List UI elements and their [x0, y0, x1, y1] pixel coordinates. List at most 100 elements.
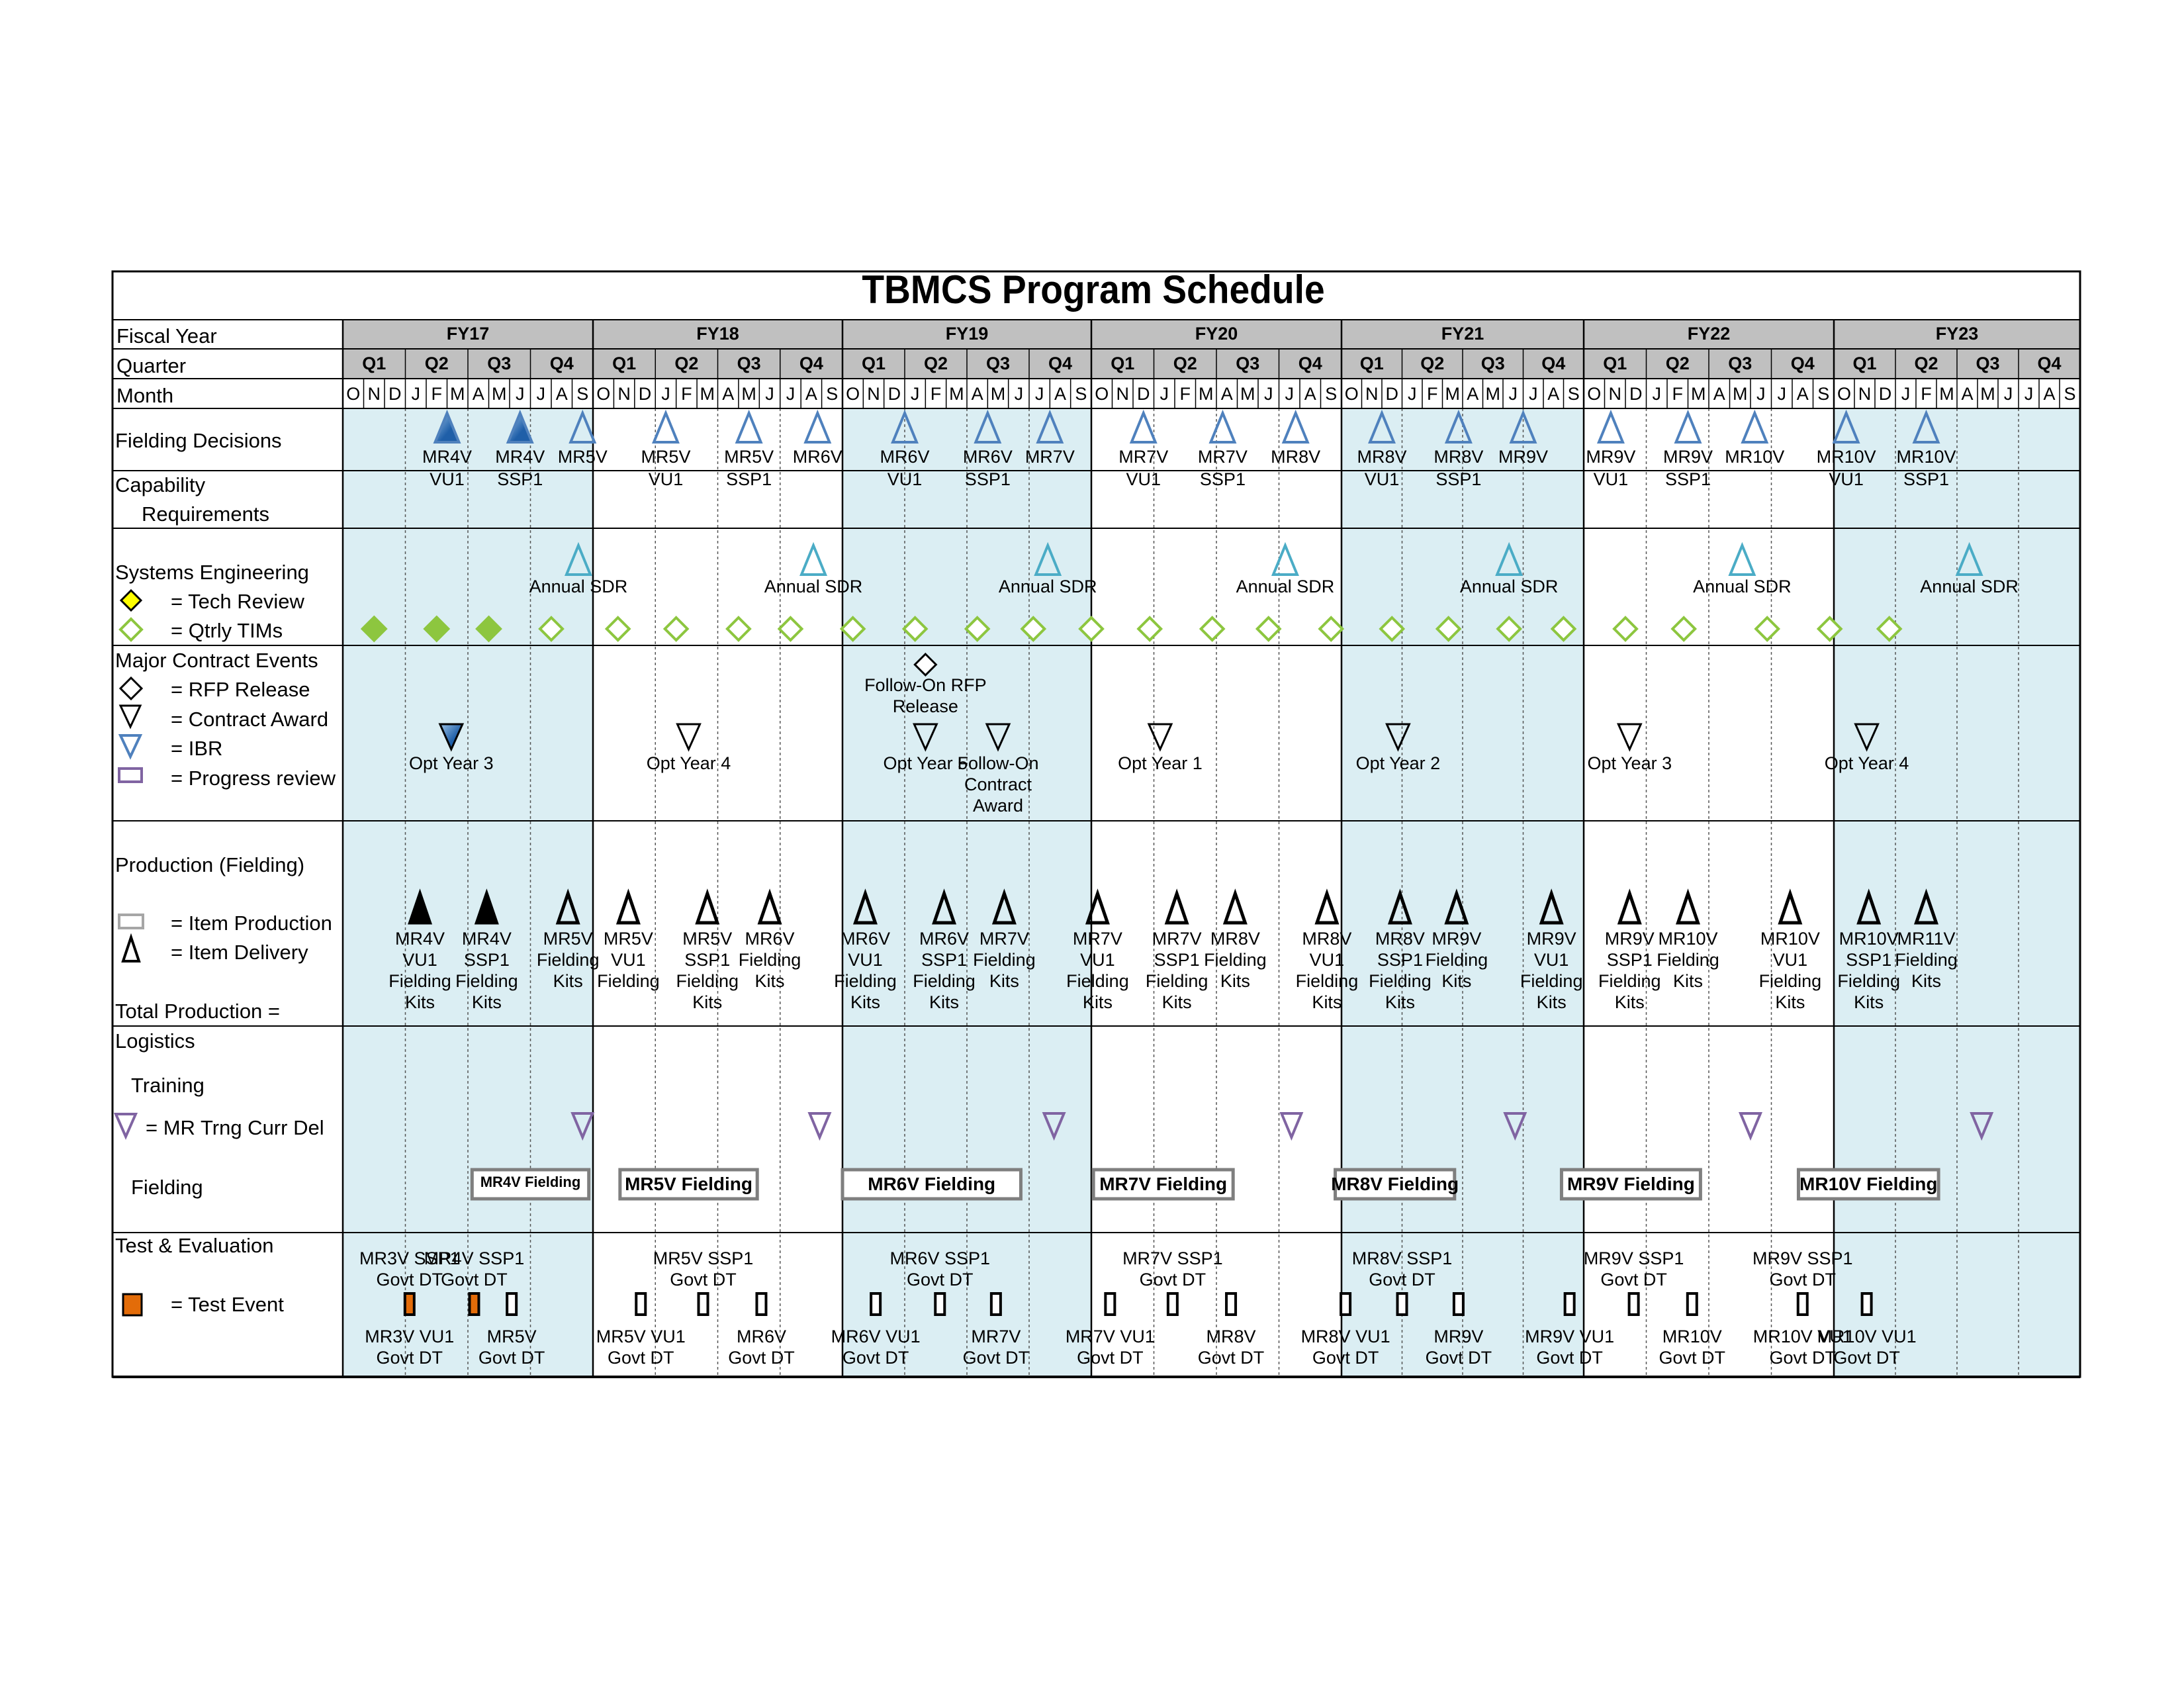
test-event-bottom-label: MR9V VU1	[1525, 1327, 1615, 1346]
contract-award-triangle-icon	[118, 704, 142, 729]
fielding-decision-sublabel: SSP1	[1199, 469, 1246, 489]
production-label: Kits	[1854, 992, 1884, 1012]
fielding-decision-triangle	[1368, 409, 1396, 444]
fielding-decision-triangle	[1596, 409, 1625, 444]
test-event-bottom-label: Govt DT	[1536, 1348, 1603, 1368]
contract-award-triangle	[1616, 723, 1643, 752]
production-delivery-triangle	[695, 888, 720, 925]
fielding-decision-label: MR8V	[1433, 447, 1484, 467]
tim-diamond	[964, 616, 991, 642]
test-event-top-label: MR5V SSP1	[653, 1248, 754, 1268]
fielding-decision-sublabel: SSP1	[1435, 469, 1482, 489]
row-label-major-contract-events: Major Contract Events	[115, 649, 318, 672]
tim-diamond	[1255, 616, 1282, 642]
month-label: J	[1777, 384, 1787, 404]
production-label: Kits	[405, 992, 435, 1012]
month-label: M	[1691, 384, 1706, 404]
quarter-label: Q4	[1048, 353, 1073, 373]
test-event-bottom-label: MR10V	[1662, 1327, 1722, 1346]
test-event-bottom-label: Govt DT	[1197, 1348, 1265, 1368]
production-label: Kits	[553, 971, 583, 991]
contract-award-triangle	[1385, 723, 1411, 752]
fielding-decision-triangle	[1912, 409, 1940, 444]
fielding-decision-triangle	[651, 409, 680, 444]
month-label: N	[1608, 384, 1622, 404]
production-delivery-triangle	[615, 888, 641, 925]
quarter-label: Q3	[985, 353, 1011, 373]
row-label-total-production: Total Production =	[115, 1000, 281, 1023]
tim-diamond	[725, 616, 752, 642]
test-event-marker	[403, 1292, 416, 1316]
production-label: Fielding	[1520, 971, 1583, 991]
test-event-top-label: MR7V SSP1	[1122, 1248, 1223, 1268]
fielding-bar	[1559, 1168, 1702, 1201]
fielding-decision-triangle	[1741, 409, 1769, 444]
tim-diamond	[901, 616, 929, 642]
production-label: Kits	[1082, 992, 1113, 1012]
quarter-label: Q2	[923, 353, 948, 373]
production-label: Fielding	[1066, 971, 1129, 991]
month-label: F	[930, 384, 942, 404]
month-label: J	[1014, 384, 1024, 404]
fielding-decision-label: MR10V	[1816, 447, 1876, 467]
production-label: Kits	[692, 992, 723, 1012]
fielding-bar	[1796, 1168, 1940, 1201]
fielding-decision-label: MR4V	[495, 447, 545, 467]
legend-qtrly-tims: = Qtrly TIMs	[171, 619, 283, 642]
fielding-decision-label: MR5V	[724, 447, 774, 467]
month-label: J	[786, 384, 796, 404]
test-event-marker	[1340, 1292, 1352, 1316]
fielding-decision-label: MR7V	[1197, 447, 1248, 467]
production-label: Fielding	[738, 950, 801, 970]
fielding-decision-sublabel: SSP1	[497, 469, 543, 489]
test-event-bottom-label: Govt DT	[1077, 1348, 1144, 1368]
month-label: S	[2064, 384, 2076, 404]
legend-tech-review: = Tech Review	[171, 590, 304, 613]
test-event-top-label: MR9V SSP1	[1752, 1248, 1853, 1268]
month-label: M	[741, 384, 756, 404]
legend-item-production: = Item Production	[171, 912, 332, 935]
quarter-label: Q3	[737, 353, 761, 373]
fielding-decision-label: MR8V	[1271, 447, 1321, 467]
month-label: D	[887, 384, 901, 404]
test-event-marker	[870, 1292, 882, 1316]
month-label: D	[1629, 384, 1643, 404]
rfp-release-label: Release	[892, 696, 958, 716]
fielding-decision-label: MR6V	[962, 447, 1013, 467]
production-label: Fielding	[1895, 950, 1958, 970]
fiscal-year-label: FY17	[446, 324, 490, 344]
production-label: MR5V	[603, 929, 653, 949]
fielding-bar	[1091, 1168, 1235, 1201]
test-event-marker	[1627, 1292, 1640, 1316]
legend-ibr: = IBR	[171, 737, 223, 760]
test-event-marker	[1396, 1292, 1408, 1316]
test-event-top-label: MR6V SSP1	[889, 1248, 991, 1268]
production-label: Kits	[1536, 992, 1567, 1012]
production-label: Fielding	[1204, 950, 1267, 970]
fielding-decision-label: MR5V	[641, 447, 691, 467]
contract-award-triangle	[913, 723, 938, 752]
tim-diamond	[604, 616, 631, 642]
test-event-bottom-label: MR10V VU1	[1752, 1327, 1852, 1346]
production-label: MR4V	[395, 929, 445, 949]
production-label: Kits	[1775, 992, 1805, 1012]
quarter-label: Q1	[362, 353, 387, 373]
month-label: J	[1652, 384, 1662, 404]
fielding-bar	[841, 1168, 1023, 1201]
test-event-bottom-label: MR6V	[736, 1327, 786, 1346]
month-label: M	[700, 384, 715, 404]
month-header: Month	[116, 384, 174, 407]
test-event-bottom-label: MR7V VU1	[1065, 1327, 1155, 1346]
contract-award-triangle	[676, 723, 702, 752]
production-delivery-triangle	[1676, 888, 1700, 925]
month-label: M	[1199, 384, 1214, 404]
quarter-label: Q2	[674, 353, 699, 373]
production-delivery-triangle	[408, 888, 433, 925]
test-event-marker	[697, 1292, 709, 1316]
month-label: M	[1980, 384, 1995, 404]
production-delivery-triangle	[555, 888, 580, 925]
production-label: Kits	[850, 992, 880, 1012]
legend-mr-trng: = MR Trng Curr Del	[146, 1116, 324, 1139]
month-label: O	[346, 384, 361, 404]
month-label: A	[1054, 384, 1067, 404]
